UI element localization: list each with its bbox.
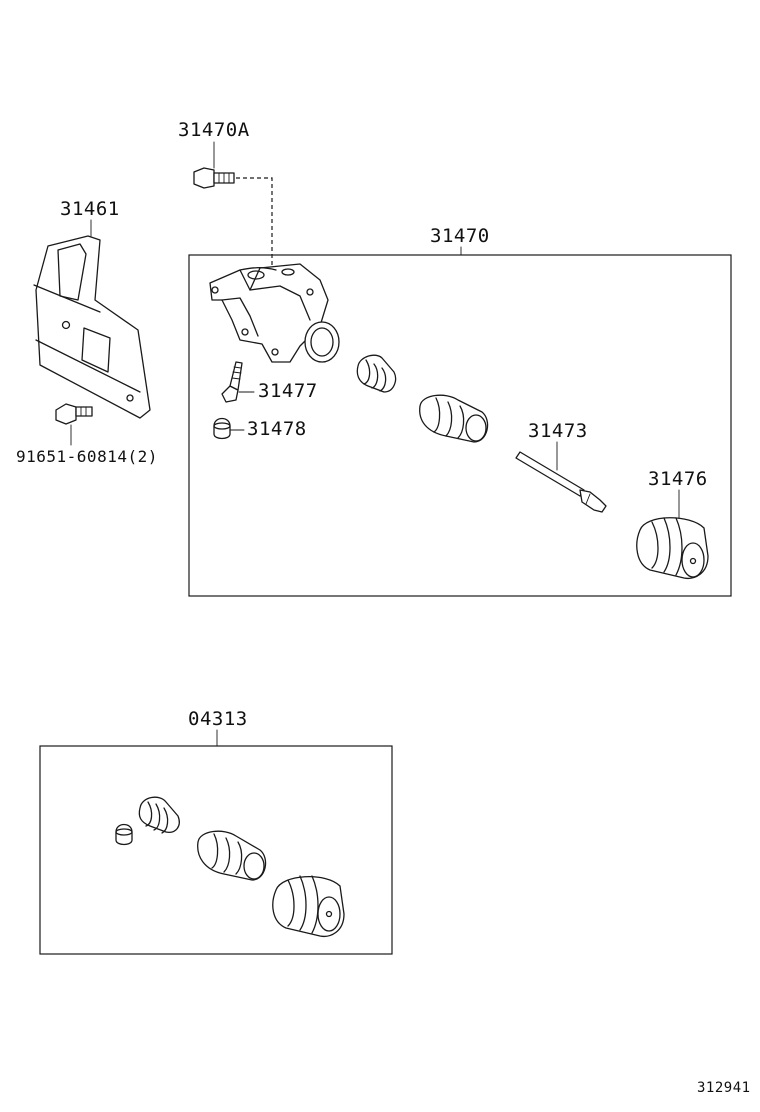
leader-lines [70, 141, 680, 747]
bracket-31461-icon [33, 235, 151, 419]
callout-31473: 31473 [528, 420, 588, 442]
cylinder-body-icon [209, 263, 340, 363]
callout-31477: 31477 [258, 380, 318, 402]
push-rod-31473-icon [515, 451, 607, 513]
callout-31470A: 31470A [178, 119, 250, 141]
callout-04313: 04313 [188, 708, 248, 730]
kit-cap-icon [115, 823, 133, 846]
small-boot-icon [356, 354, 397, 393]
callout-31478: 31478 [247, 418, 307, 440]
kit-piston-icon [197, 830, 267, 881]
callout-31476: 31476 [648, 468, 708, 490]
kit-boot-icon [272, 875, 345, 938]
figure-reference-number: 312941 [697, 1080, 751, 1096]
callout-31461: 31461 [60, 198, 120, 220]
boot-31476-icon [636, 517, 709, 580]
bolt-31470A-icon [193, 167, 235, 189]
callout-31470: 31470 [430, 225, 490, 247]
bolt-31470A-dashed-path [236, 177, 273, 272]
cap-31478-icon [213, 417, 231, 440]
bleeder-31477-icon [221, 361, 243, 403]
kit-small-boot-icon [138, 796, 180, 834]
callout-91651-60814: 91651-60814(2) [16, 447, 158, 466]
piston-icon [419, 394, 489, 443]
kit-box-04313 [39, 745, 393, 955]
assembly-box-31470 [188, 254, 732, 597]
bolt-91651-icon [55, 403, 93, 425]
